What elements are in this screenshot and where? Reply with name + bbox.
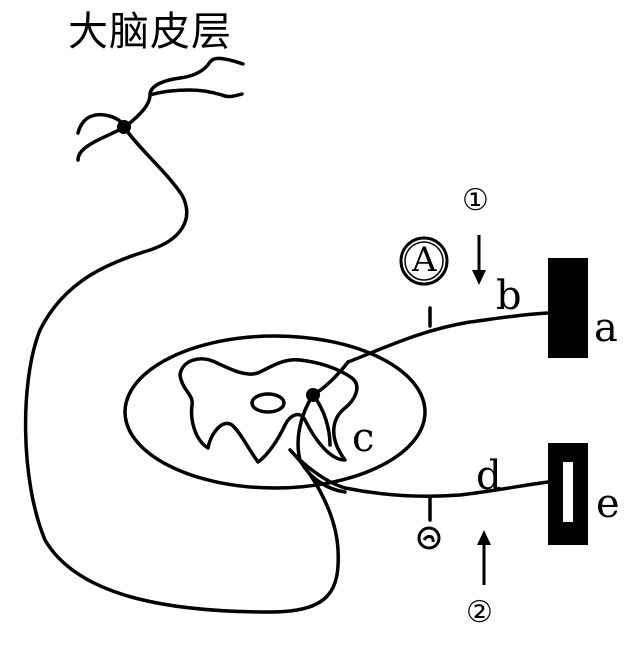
receptor-a xyxy=(548,258,588,358)
meter-A-circle xyxy=(399,236,449,286)
afferent-nerve xyxy=(346,311,550,364)
stimulus-2-label: ② xyxy=(466,595,493,630)
label-e: e xyxy=(596,481,620,527)
afferent-branch xyxy=(311,360,350,397)
arrow-1-head xyxy=(472,270,486,285)
spinal-cord xyxy=(123,334,427,490)
cerebral-cortex-label: 大脑皮层 xyxy=(68,9,232,55)
cortex-dendrites xyxy=(76,56,245,162)
label-a: a xyxy=(594,305,618,351)
gray-matter xyxy=(178,357,359,464)
ganglion xyxy=(417,526,441,550)
meter-A-label: A xyxy=(412,240,437,280)
label-b: b xyxy=(496,273,522,319)
efferent-root xyxy=(298,458,347,490)
arrow-2-head xyxy=(477,530,491,545)
central-canal xyxy=(250,392,286,414)
effector-e-slot xyxy=(563,462,573,522)
label-d: d xyxy=(476,453,502,499)
descending-tract xyxy=(23,125,340,614)
efferent-nerve xyxy=(343,480,550,498)
stimulus-1-label: ① xyxy=(462,183,489,218)
label-c: c xyxy=(352,415,375,461)
